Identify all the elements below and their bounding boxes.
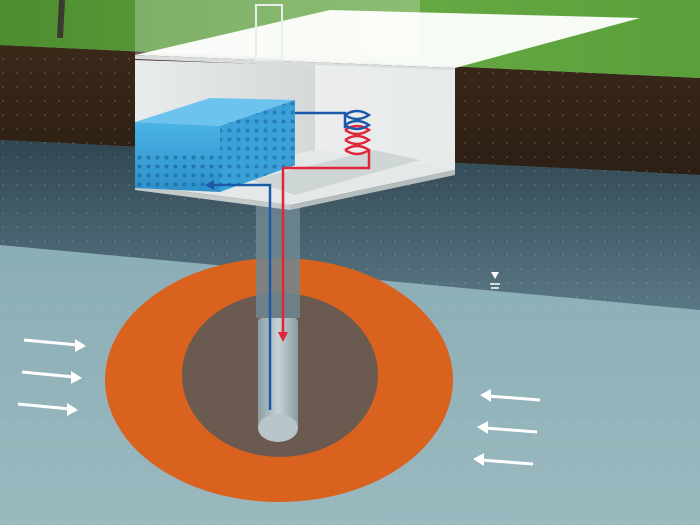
supply-pipe <box>281 150 371 335</box>
return-pipe-horizontal <box>210 183 272 198</box>
tree-trunk <box>57 0 65 39</box>
groundwater-flow-arrow-icon <box>477 421 538 434</box>
basement-floor-edge-right <box>290 170 455 210</box>
return-pipe-arrowhead <box>205 180 214 190</box>
well-casing-upper <box>256 198 300 318</box>
heat-exchanger-front-holes <box>135 150 220 192</box>
house-door <box>255 4 283 61</box>
house-glass-wall <box>135 0 420 55</box>
groundwater-flow-arrow-icon <box>473 453 534 466</box>
return-pipe <box>295 111 347 128</box>
coil-blue <box>344 109 372 131</box>
groundwater-flow-arrow-icon <box>480 389 541 402</box>
water-table-icon <box>490 272 500 289</box>
groundwater-flow-arrow-icon <box>23 338 86 352</box>
well-shaft <box>256 198 300 442</box>
groundwater-flow-arrow-icon <box>17 402 78 416</box>
pipes <box>205 111 371 410</box>
groundwater-flow-arrow-icon <box>21 370 82 384</box>
groundwater-flow-arrows <box>17 338 541 466</box>
heat-exchanger-top <box>135 98 295 126</box>
house-deck-top <box>135 10 640 68</box>
heat-exchanger <box>135 98 295 192</box>
well-casing <box>258 318 298 428</box>
well-bottom <box>258 414 298 442</box>
supply-pipe-arrowhead <box>278 332 288 342</box>
heat-exchanger-side-holes <box>220 100 295 192</box>
basement-floor-edge <box>135 185 290 210</box>
pipe-trench <box>250 150 420 195</box>
